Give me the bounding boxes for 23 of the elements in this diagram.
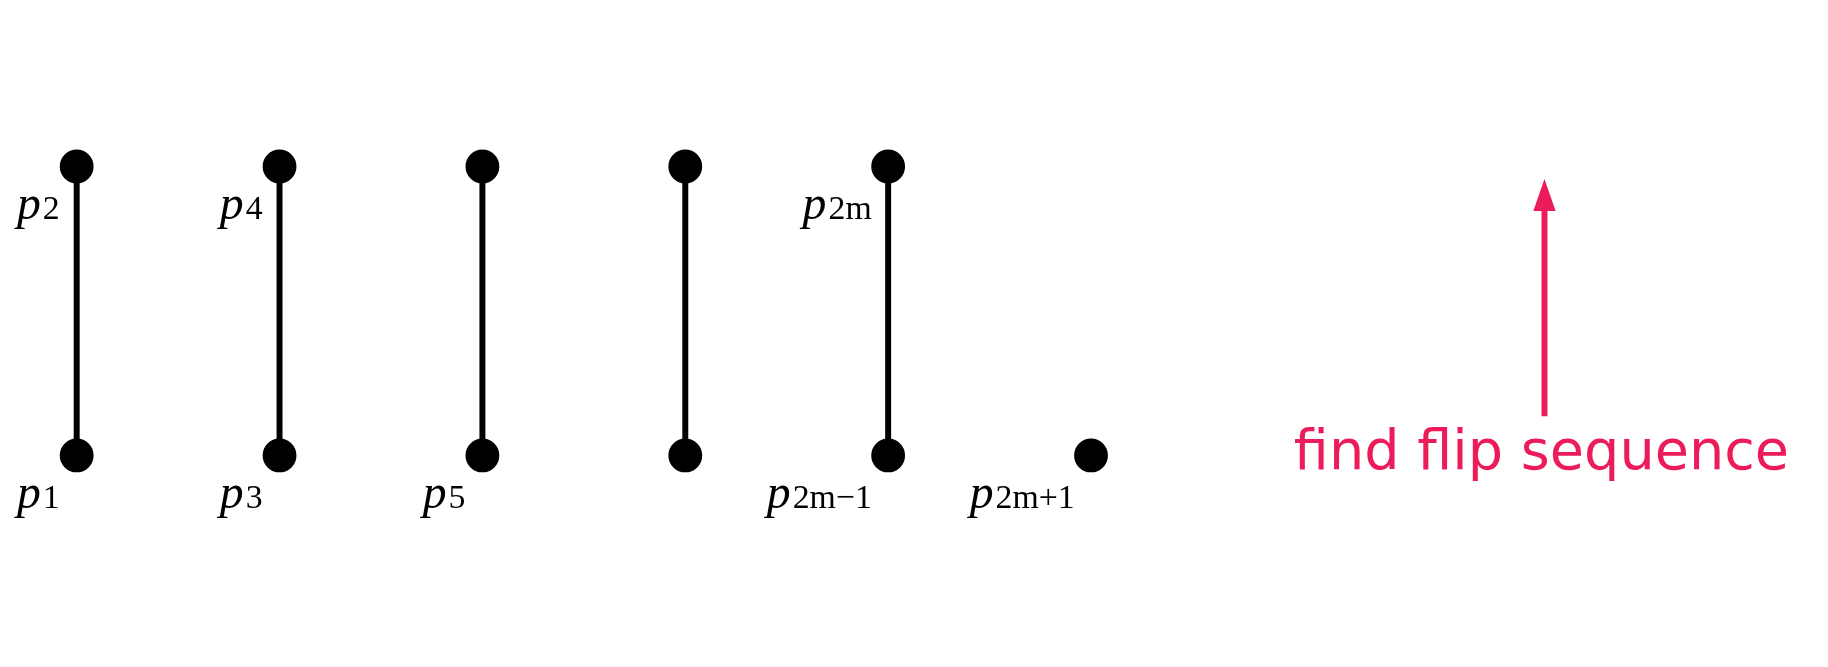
connector — [479, 182, 486, 439]
arrow — [1533, 178, 1556, 416]
node-circle — [668, 149, 703, 183]
node-circle — [871, 438, 906, 472]
node-text: find flip sequence — [1293, 416, 1790, 482]
connector — [276, 182, 283, 439]
connector — [885, 182, 892, 439]
node-circle — [262, 149, 297, 183]
node-circle — [262, 438, 297, 472]
node-circle — [465, 438, 500, 472]
node-circle — [59, 438, 94, 472]
node-circle — [871, 149, 906, 183]
node-label: p2m+1 — [969, 464, 1075, 518]
connector — [682, 182, 689, 439]
node-label: p5 — [422, 464, 466, 518]
node-label: p4 — [219, 175, 263, 229]
node-circle — [668, 438, 703, 472]
node-label: p3 — [219, 464, 263, 518]
node-circle — [1074, 438, 1108, 472]
node-circle — [465, 149, 500, 183]
connector — [73, 182, 80, 439]
node-circle — [59, 149, 94, 183]
node-label: p2m−1 — [766, 464, 872, 518]
